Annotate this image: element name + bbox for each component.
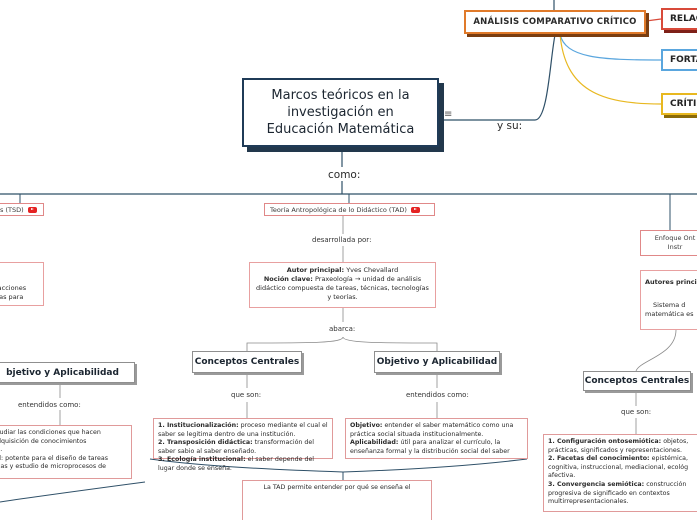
eos-concepts-label: Conceptos Centrales <box>584 376 690 386</box>
tad-author-value: Yves Chevallard <box>346 266 399 274</box>
tsd-detail-line: dquisición de conocimientos <box>0 437 87 445</box>
tad-author-label: Autor principal: <box>286 266 345 274</box>
tad-entendidos-label: entendidos como: <box>406 391 469 399</box>
tad-concepts-topic[interactable]: Conceptos Centrales <box>192 351 302 373</box>
tad-concepts-label: Conceptos Centrales <box>194 357 300 367</box>
tad-objective-label: Objetivo y Aplicabilidad <box>376 357 498 367</box>
tsd-info-line: racciones <box>0 284 27 292</box>
objective-label: Objetivo: <box>350 422 383 429</box>
tsd-detail-line: . <box>0 472 127 481</box>
analysis-child-criti[interactable]: CRÍTI <box>661 93 697 115</box>
tad-desarrollada-label: desarrollada por: <box>312 236 372 244</box>
analysis-main-label: ANÁLISIS COMPARATIVO CRÍTICO <box>473 17 637 27</box>
eos-concepts-box[interactable]: 1. Configuración ontosemiótica: objetos,… <box>543 434 697 512</box>
eos-concepts-topic[interactable]: Conceptos Centrales <box>583 371 691 391</box>
eos-topic-line: Instr <box>667 243 683 251</box>
concept-label: 3. Ecología institucional: <box>158 456 246 464</box>
concept-label: 2. Transposición didáctica: <box>158 439 253 447</box>
tsd-detail-box[interactable]: tudiar las condiciones que hacen dquisic… <box>0 425 132 479</box>
tad-que-son-label: que son: <box>231 391 262 399</box>
tad-topic[interactable]: Teoría Antropológica de lo Didáctico (TA… <box>264 203 435 216</box>
link-label-y-su: y su: <box>497 120 523 132</box>
notes-icon[interactable]: ≡ <box>444 109 453 120</box>
concept-text: construcción progresiva de significado e… <box>548 480 687 506</box>
youtube-icon[interactable] <box>27 206 37 213</box>
tad-concepts-box[interactable]: 1. Institucionalización: proceso mediant… <box>153 418 333 472</box>
tsd-topic[interactable]: s (TSD) <box>0 203 44 216</box>
concept-text: transformación del saber sabio al saber … <box>158 439 315 455</box>
tsd-info-line: das para <box>0 293 24 301</box>
concept-text: el saber depende del lugar donde se ense… <box>158 456 315 472</box>
tsd-entendidos-label: entendidos como: <box>18 401 81 409</box>
concept-text: proceso mediante el cual el saber se leg… <box>158 422 328 438</box>
central-topic-text: Marcos teóricos en la investigación en E… <box>266 88 415 137</box>
youtube-icon[interactable] <box>410 206 420 213</box>
concept-label: 1. Institucionalización: <box>158 422 239 429</box>
eos-system-line: Sistema d <box>653 301 686 309</box>
concept-label: 1. Configuración ontosemiótica: <box>548 438 662 445</box>
concept-label: 3. Convergencia semiótica: <box>548 480 645 488</box>
tsd-detail-line: s. <box>0 446 3 454</box>
tsd-objective-topic[interactable]: bjetivo y Aplicabilidad <box>0 362 135 383</box>
tsd-info-box[interactable]: u racciones das para <box>0 262 44 306</box>
tsd-detail-line: tudiar las condiciones que hacen <box>0 429 101 436</box>
analysis-child-forta-label: FORTA <box>670 55 697 65</box>
applicability-label: Aplicabilidad: <box>350 439 399 447</box>
analysis-child-criti-label: CRÍTI <box>670 99 697 109</box>
concept-text: epistémica, cognitiva, instruccional, me… <box>548 455 689 480</box>
tad-abarca-label: abarca: <box>329 325 356 333</box>
eos-info-box[interactable]: Autores princi Sistema d matemática es <box>640 270 697 330</box>
eos-concept-item: 1. Configuración ontosemiótica: objetos,… <box>548 438 697 455</box>
objective-text: entender el saber matemático como una pr… <box>350 422 514 438</box>
tsd-topic-label: s (TSD) <box>0 205 24 214</box>
tsd-detail-line: d: potente para el diseño de tareas <box>0 454 108 462</box>
tsd-detail-line: cas y estudio de microprocesos de <box>0 463 106 471</box>
central-topic[interactable]: Marcos teóricos en la investigación en E… <box>242 78 439 147</box>
link-label-como: como: <box>328 169 361 181</box>
tad-concept-item: 1. Institucionalización: proceso mediant… <box>158 422 328 439</box>
analysis-main-topic[interactable]: ANÁLISIS COMPARATIVO CRÍTICO <box>464 10 646 34</box>
concept-label: 2. Facetas del conocimiento: <box>548 455 650 463</box>
tad-concept-item: 2. Transposición didáctica: transformaci… <box>158 439 328 456</box>
eos-system-line: matemática es <box>645 310 694 318</box>
tad-concept-item: 3. Ecología institucional: el saber depe… <box>158 456 328 473</box>
tad-notion-value: Praxeología → unidad de análisis didácti… <box>256 275 429 301</box>
eos-topic-line: Enfoque Ont <box>654 234 696 242</box>
applicability-text: útil para analizar el currículo, la ense… <box>350 439 510 455</box>
tad-bottom-note-text: La TAD permite entender por qué se enseñ… <box>263 484 411 491</box>
eos-concept-item: 3. Convergencia semiótica: construcción … <box>548 481 697 507</box>
tsd-objective-label: bjetivo y Aplicabilidad <box>6 367 119 378</box>
analysis-child-relac[interactable]: RELAC <box>661 8 697 30</box>
tsd-info-line: u <box>0 266 39 275</box>
tad-objective-box[interactable]: Objetivo: entender el saber matemático c… <box>345 418 528 459</box>
tad-bottom-note[interactable]: La TAD permite entender por qué se enseñ… <box>242 480 432 520</box>
eos-topic[interactable]: Enfoque Ont Instr <box>640 230 697 256</box>
eos-concept-item: 2. Facetas del conocimiento: epistémica,… <box>548 455 697 481</box>
analysis-child-relac-label: RELAC <box>670 14 697 24</box>
eos-authors-label: Autores princi <box>645 278 697 286</box>
eos-que-son-label: que son: <box>621 408 652 416</box>
tad-topic-label: Teoría Antropológica de lo Didáctico (TA… <box>270 205 407 214</box>
tad-info-box[interactable]: Autor principal: Yves Chevallard Noción … <box>249 262 436 308</box>
tad-objective-topic[interactable]: Objetivo y Aplicabilidad <box>374 351 500 373</box>
analysis-child-forta[interactable]: FORTA <box>661 49 697 71</box>
tad-notion-label: Noción clave: <box>263 275 313 283</box>
concept-text: objetos, prácticas, significados y repre… <box>548 438 689 454</box>
tsd-info-line <box>0 275 39 284</box>
